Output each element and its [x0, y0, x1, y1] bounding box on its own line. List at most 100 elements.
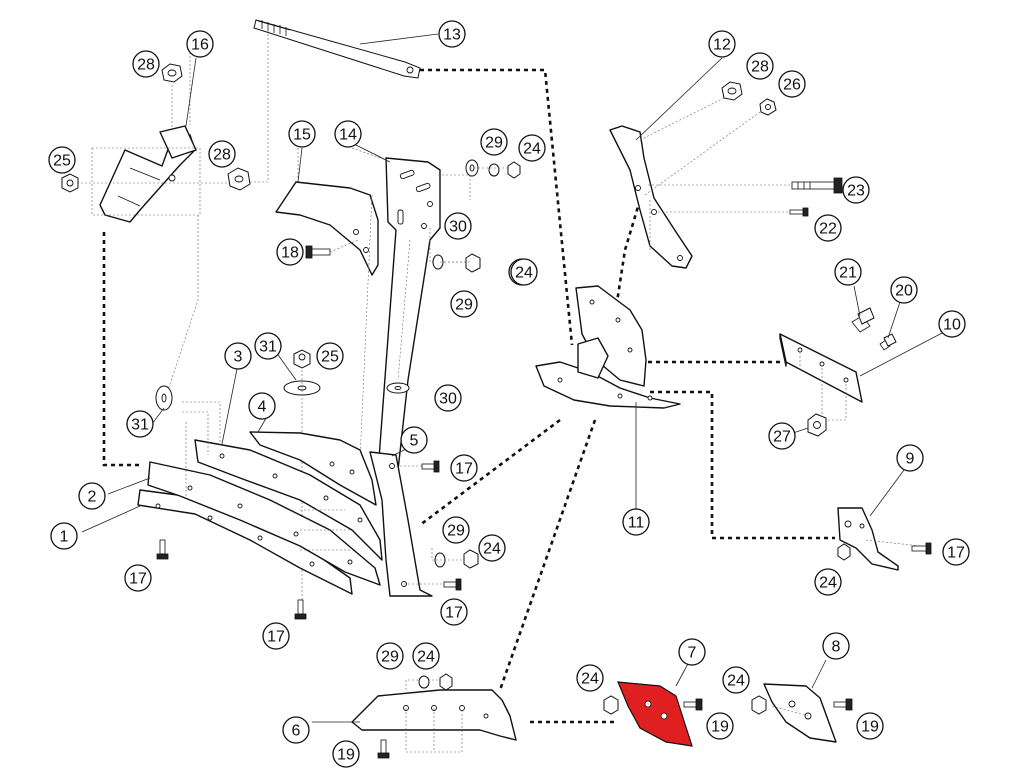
callout-number: 23	[847, 183, 865, 200]
callout-number: 24	[727, 673, 745, 690]
callout-circle	[434, 384, 462, 412]
callout-circle	[376, 642, 404, 670]
part-3-blade	[194, 439, 383, 561]
callout-26: 26	[778, 70, 806, 98]
callout-circle	[896, 444, 924, 472]
callout-10: 10	[938, 310, 966, 338]
callout-circle	[400, 426, 428, 454]
callout-17: 17	[124, 564, 152, 592]
callout-15: 15	[288, 120, 316, 148]
callout-16: 16	[186, 30, 214, 58]
callout-17: 17	[942, 538, 970, 566]
callout-circle	[48, 146, 76, 174]
callout-9: 9	[896, 444, 924, 472]
part-28-nut-right	[721, 81, 743, 101]
part-26-nut	[759, 98, 777, 116]
callout-circle	[576, 664, 604, 692]
callout-number: 20	[895, 283, 913, 300]
assembly-lines	[102, 68, 835, 724]
callout-number: 29	[455, 297, 473, 314]
callout-number: 12	[713, 37, 731, 54]
callout-31: 31	[126, 410, 154, 438]
callout-number: 13	[443, 27, 461, 44]
callout-23: 23	[842, 176, 870, 204]
part-16-bracket	[73, 52, 228, 391]
callout-circle	[248, 392, 276, 420]
callout-29: 29	[442, 516, 470, 544]
part-10-plate	[779, 333, 863, 421]
callout-number: 24	[417, 649, 435, 666]
callout-number: 24	[515, 265, 533, 282]
callout-circle	[768, 422, 796, 450]
callout-24: 24	[722, 666, 750, 694]
part-27-nut	[807, 413, 827, 437]
callout-circle	[842, 176, 870, 204]
leader-lines	[81, 33, 945, 723]
part-11-main-frame	[535, 285, 681, 510]
callout-4: 4	[248, 392, 276, 420]
callout-11: 11	[622, 508, 650, 536]
callout-number: 29	[485, 135, 503, 152]
callout-number: 17	[455, 461, 473, 478]
callout-number: 22	[819, 221, 837, 238]
callout-number: 16	[191, 37, 209, 54]
callout-circle	[622, 508, 650, 536]
part-15-curved-plate	[275, 148, 379, 276]
callout-number: 19	[711, 719, 729, 736]
callout-25: 25	[48, 146, 76, 174]
callout-circle	[834, 258, 862, 286]
callout-circle	[518, 134, 546, 162]
callout-19: 19	[706, 712, 734, 740]
callout-5: 5	[400, 426, 428, 454]
callout-number: 11	[628, 515, 645, 532]
callout-circle	[276, 238, 304, 266]
callout-7: 7	[678, 638, 706, 666]
callout-29: 29	[376, 642, 404, 670]
callout-circle	[778, 70, 806, 98]
callout-number: 25	[321, 349, 339, 366]
callout-number: 21	[839, 265, 857, 282]
callout-29: 29	[450, 290, 478, 318]
callout-circle	[822, 632, 850, 660]
part-14-washers	[432, 159, 521, 273]
part-6-lower-blade	[351, 679, 517, 753]
callout-number: 9	[906, 451, 915, 468]
callout-number: 30	[449, 219, 467, 236]
callout-31: 31	[254, 332, 282, 360]
callout-circle	[706, 712, 734, 740]
callout-number: 3	[234, 349, 243, 366]
callout-number: 28	[213, 147, 231, 164]
callout-8: 8	[822, 632, 850, 660]
callout-circle	[208, 140, 236, 168]
part-14-stand	[351, 147, 472, 473]
callout-24: 24	[478, 534, 506, 562]
part-5-hardware	[431, 548, 479, 569]
callout-number: 17	[947, 545, 965, 562]
callout-24: 24	[510, 258, 538, 286]
callout-circle	[124, 564, 152, 592]
part-28-nut-top	[161, 63, 183, 83]
callout-number: 5	[410, 433, 419, 450]
callout-circle	[708, 30, 736, 58]
callout-number: 17	[445, 605, 463, 622]
part-25-nut-left	[61, 173, 79, 193]
callout-number: 29	[381, 649, 399, 666]
callout-number: 15	[293, 127, 311, 144]
callout-24: 24	[576, 664, 604, 692]
callout-circle	[444, 212, 472, 240]
callout-number: 25	[53, 153, 71, 170]
part-20-bolt	[879, 333, 897, 351]
callout-number: 26	[783, 77, 801, 94]
blade-guides	[182, 401, 355, 551]
callout-number: 24	[483, 541, 501, 558]
callout-number: 24	[819, 575, 837, 592]
callout-24: 24	[518, 134, 546, 162]
callout-circle	[254, 332, 282, 360]
callout-number: 7	[688, 645, 697, 662]
part-25-nut-center	[293, 349, 311, 369]
callout-circle	[316, 342, 344, 370]
part-28-nut-side	[227, 167, 251, 191]
callout-number: 19	[337, 747, 355, 764]
callout-circle	[814, 568, 842, 596]
part-21-bolt	[851, 307, 875, 333]
